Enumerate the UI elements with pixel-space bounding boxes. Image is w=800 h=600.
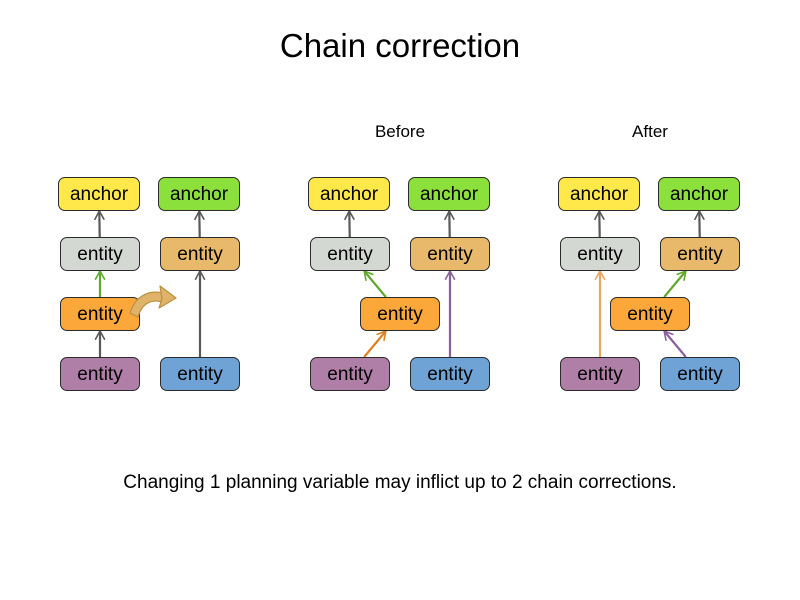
chain-arrow	[663, 269, 687, 298]
node-label: entity	[77, 243, 123, 265]
node-label: entity	[77, 363, 123, 385]
node-label: entity	[377, 303, 423, 325]
entity-node[interactable]: entity	[560, 237, 640, 271]
entity-node[interactable]: entity	[660, 237, 740, 271]
node-label: entity	[427, 243, 473, 265]
chain-arrow	[93, 209, 105, 238]
entity-node[interactable]: entity	[410, 237, 490, 271]
chain-arrow	[94, 269, 106, 297]
slide-caption: Changing 1 planning variable may inflict…	[123, 472, 677, 493]
chain-arrow	[693, 209, 705, 238]
entity-node[interactable]: entity	[310, 237, 390, 271]
chain-arrow	[594, 269, 606, 357]
node-label: anchor	[69, 183, 129, 205]
node-label: entity	[327, 243, 373, 265]
anchor-node[interactable]: anchor	[408, 177, 490, 211]
node-label: anchor	[419, 183, 479, 205]
node-label: entity	[577, 363, 623, 385]
entity-node[interactable]: entity	[410, 357, 490, 391]
chain-arrow	[593, 209, 605, 238]
node-label: entity	[677, 243, 723, 265]
entity-node[interactable]: entity	[160, 237, 240, 271]
anchor-node[interactable]: anchor	[158, 177, 240, 211]
anchor-node[interactable]: anchor	[58, 177, 140, 211]
node-label: entity	[677, 363, 723, 385]
anchor-node[interactable]: anchor	[658, 177, 740, 211]
node-label: anchor	[569, 183, 629, 205]
node-label: entity	[627, 303, 673, 325]
panel-label-after: After	[632, 122, 668, 141]
anchor-node[interactable]: anchor	[558, 177, 640, 211]
chain-arrow	[444, 269, 456, 357]
entity-node[interactable]: entity	[660, 357, 740, 391]
node-label: anchor	[669, 183, 729, 205]
node-label: anchor	[319, 183, 379, 205]
chain-arrow	[363, 329, 387, 358]
chain-arrow	[193, 209, 205, 238]
entity-node[interactable]: entity	[310, 357, 390, 391]
move-arrow-icon	[129, 285, 177, 318]
entity-node[interactable]: entity	[60, 297, 140, 331]
node-label: entity	[177, 243, 223, 265]
chain-arrow	[363, 269, 387, 298]
panel-label-before: Before	[374, 122, 426, 141]
chain-arrow	[194, 269, 206, 357]
node-label: entity	[77, 303, 123, 325]
page-title: Chain correction	[279, 27, 521, 64]
chain-arrow	[663, 329, 687, 358]
node-label: entity	[427, 363, 473, 385]
chain-arrow	[94, 329, 106, 357]
entity-node[interactable]: entity	[60, 357, 140, 391]
anchor-node[interactable]: anchor	[308, 177, 390, 211]
entity-node[interactable]: entity	[560, 357, 640, 391]
node-label: entity	[577, 243, 623, 265]
node-label: anchor	[169, 183, 229, 205]
entity-node[interactable]: entity	[610, 297, 690, 331]
chain-arrow	[443, 209, 455, 238]
entity-node[interactable]: entity	[360, 297, 440, 331]
entity-node[interactable]: entity	[60, 237, 140, 271]
node-label: entity	[327, 363, 373, 385]
entity-node[interactable]: entity	[160, 357, 240, 391]
node-label: entity	[177, 363, 223, 385]
chain-arrow	[343, 209, 355, 238]
